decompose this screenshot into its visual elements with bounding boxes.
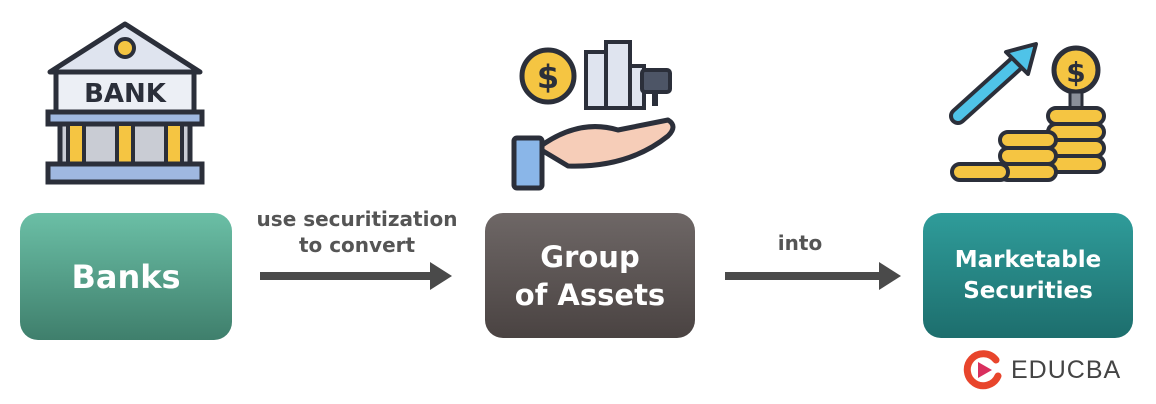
educba-logo: EDUCBA	[963, 350, 1121, 390]
educba-logo-text: EDUCBA	[1011, 355, 1122, 384]
hand-holding-assets-icon: $	[511, 40, 676, 191]
connector-label-line2: to convert	[298, 233, 416, 257]
connector-label-line1: use securitization	[256, 207, 458, 231]
bank-sign-text: BANK	[84, 79, 167, 109]
marketable-securities-label-line1: Marketable	[954, 246, 1102, 273]
dollar-sign-text: $	[1066, 56, 1085, 89]
arrow-assets-to-securities	[725, 262, 901, 290]
bank-icon: BANK	[45, 21, 205, 185]
connector-label-into-text: into	[777, 231, 823, 255]
dollar-sign-text: $	[537, 58, 559, 96]
group-of-assets-box: Group of Assets	[485, 213, 695, 338]
group-of-assets-label-line2: of Assets	[514, 277, 666, 312]
group-of-assets-label-line1: Group	[540, 239, 640, 274]
marketable-securities-box: Marketable Securities	[923, 213, 1133, 338]
coins-growth-icon: $	[949, 42, 1106, 182]
arrow-banks-to-assets	[260, 262, 452, 290]
educba-logo-icon	[963, 350, 1002, 390]
banks-label: Banks	[71, 257, 181, 296]
connector-label-securitization: use securitization to convert	[237, 206, 477, 258]
connector-label-into: into	[740, 230, 860, 256]
banks-box: Banks	[20, 213, 232, 340]
marketable-securities-label-line2: Securities	[963, 277, 1093, 304]
